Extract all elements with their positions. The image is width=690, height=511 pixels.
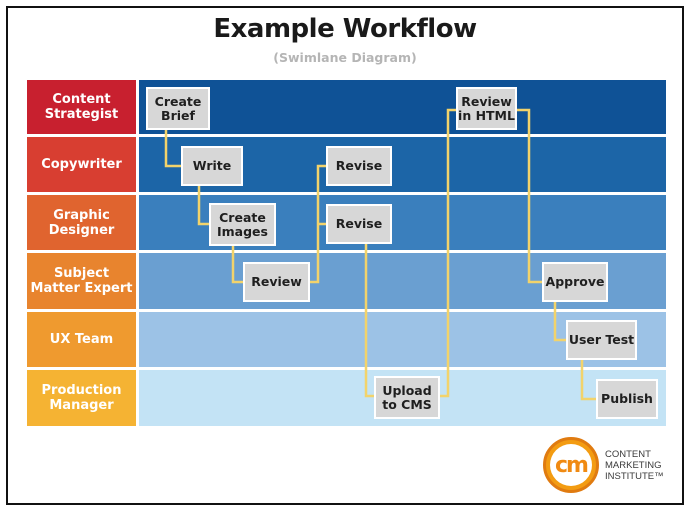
step-revise-design[interactable]: Revise [326,204,392,244]
flow-approve-to-user-test [553,302,566,342]
step-approve[interactable]: Approve [542,262,608,302]
flow-user-test-to-publish [580,360,596,401]
lane-label-copywriter: Copywriter [27,137,136,192]
step-user-test[interactable]: User Test [566,320,637,360]
step-upload-to-cms[interactable]: Upload to CMS [374,376,440,419]
cmi-logo-monogram: cm [550,444,592,486]
flow-revise-design-to-upload [364,244,374,398]
lane-label-content-strategist: Content Strategist [27,80,136,134]
lane-label-ux-team: UX Team [27,312,136,367]
step-create-images[interactable]: Create Images [209,203,276,246]
diagram-subtitle: (Swimlane Diagram) [273,50,417,65]
flow-create-images-to-review [231,246,243,284]
cmi-logo-text: CONTENT MARKETING INSTITUTE™ [605,448,664,482]
step-review-in-html[interactable]: Review in HTML [456,87,517,130]
lane-label-graphic-designer: Graphic Designer [27,195,136,250]
cmi-logo-mark: cm [543,437,599,493]
flow-review-in-html-to-approve [517,108,542,284]
step-write[interactable]: Write [181,146,243,186]
cmi-logo: cm CONTENT MARKETING INSTITUTE™ [543,437,664,493]
diagram-title: Example Workflow [213,14,477,44]
lane-band-content-strategist [139,80,666,134]
step-revise-copy[interactable]: Revise [326,146,392,186]
flow-upload-to-review-in-html [440,108,456,398]
flow-create-brief-to-write [164,130,181,168]
lane-label-subject-matter-expert: Subject Matter Expert [27,253,136,309]
flow-write-to-create-images [197,186,209,226]
lane-label-production-manager: Production Manager [27,370,136,426]
step-publish[interactable]: Publish [596,379,658,419]
step-create-brief[interactable]: Create Brief [146,87,210,130]
step-review[interactable]: Review [243,262,310,302]
